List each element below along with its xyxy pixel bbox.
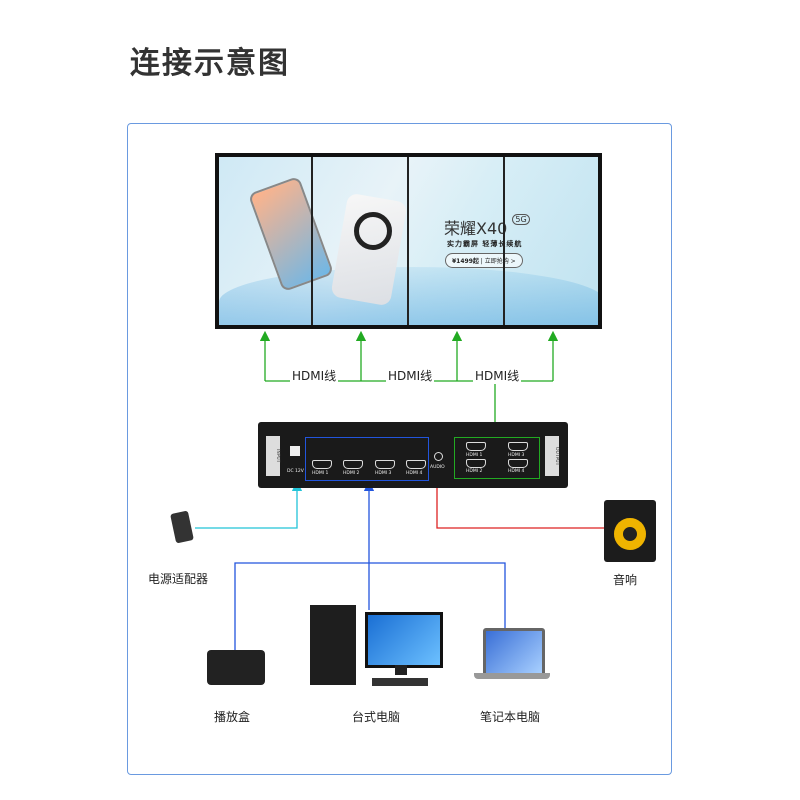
- laptop-base: [474, 673, 550, 679]
- hdmi-output-port: [508, 459, 528, 468]
- port-label: HDMI 2: [466, 469, 483, 474]
- hdmi-cable-label: HDMI线: [386, 367, 435, 384]
- power-line: [195, 480, 303, 529]
- hdmi-output-port: [466, 442, 486, 451]
- diagram-frame: [127, 123, 672, 775]
- page-title: 连接示意图: [130, 46, 290, 81]
- media-player-icon: [207, 650, 265, 685]
- media-player-label: 播放盒: [214, 710, 251, 724]
- hdmi-input-group: [305, 437, 429, 481]
- port-label: HDMI 3: [375, 471, 392, 476]
- screen-seam: [311, 157, 313, 325]
- hdmi-output-group: [454, 437, 540, 479]
- power-adapter-label: 电源适配器: [148, 572, 209, 586]
- camera-ring: [354, 212, 392, 250]
- input-label: INPUT: [266, 436, 280, 476]
- audio-jack: [434, 452, 443, 461]
- keyboard-icon: [372, 678, 428, 686]
- video-wall: 荣耀X40 5G 实力霸屏 轻薄长续航 ¥1499起 | 立即抢购 >: [215, 153, 602, 329]
- brand-badge: 5G: [512, 214, 530, 225]
- hdmi-cable-label: HDMI线: [290, 367, 339, 384]
- port-label: HDMI 2: [343, 471, 360, 476]
- hdmi-input-port: [406, 460, 426, 469]
- audio-label: AUDIO: [430, 465, 445, 470]
- laptop-label: 笔记本电脑: [480, 710, 541, 724]
- audio-line: [431, 475, 610, 529]
- power-adapter-icon: [165, 510, 195, 550]
- speaker-label: 音响: [613, 573, 638, 587]
- port-label: HDMI 1: [466, 453, 483, 458]
- hdmi-input-port: [343, 460, 363, 469]
- port-label: HDMI 3: [508, 453, 525, 458]
- hdmi-input-port: [312, 460, 332, 469]
- monitor-icon: [365, 612, 443, 668]
- desktop-label: 台式电脑: [352, 710, 401, 724]
- port-label: HDMI 4: [508, 469, 525, 474]
- screen-seam: [503, 157, 505, 325]
- hdmi-output-port: [466, 459, 486, 468]
- dc-jack: [290, 446, 300, 456]
- speaker-icon: [604, 500, 656, 562]
- screen-seam: [407, 157, 409, 325]
- desktop-tower-icon: [310, 605, 356, 685]
- hdmi-input-lines: [234, 480, 506, 650]
- dc-label: DC 12V: [287, 469, 304, 474]
- brand-name: 荣耀X40: [444, 219, 508, 238]
- monitor-stand: [395, 665, 407, 675]
- price: ¥1499起: [452, 258, 479, 265]
- slogan: 实力霸屏 轻薄长续航: [447, 240, 523, 248]
- output-label: OUTPUT: [545, 436, 559, 476]
- laptop-screen-icon: [483, 628, 545, 676]
- hdmi-output-port: [508, 442, 528, 451]
- hdmi-input-port: [375, 460, 395, 469]
- hdmi-cable-label: HDMI线: [473, 367, 522, 384]
- cta: 立即抢购 >: [484, 258, 516, 265]
- video-wall-controller: INPUT OUTPUT DC 12V HDMI 1 HDMI 2 HDMI 3…: [258, 422, 568, 488]
- brand-text: 荣耀X40 5G: [444, 214, 530, 239]
- port-label: HDMI 1: [312, 471, 329, 476]
- port-label: HDMI 4: [406, 471, 423, 476]
